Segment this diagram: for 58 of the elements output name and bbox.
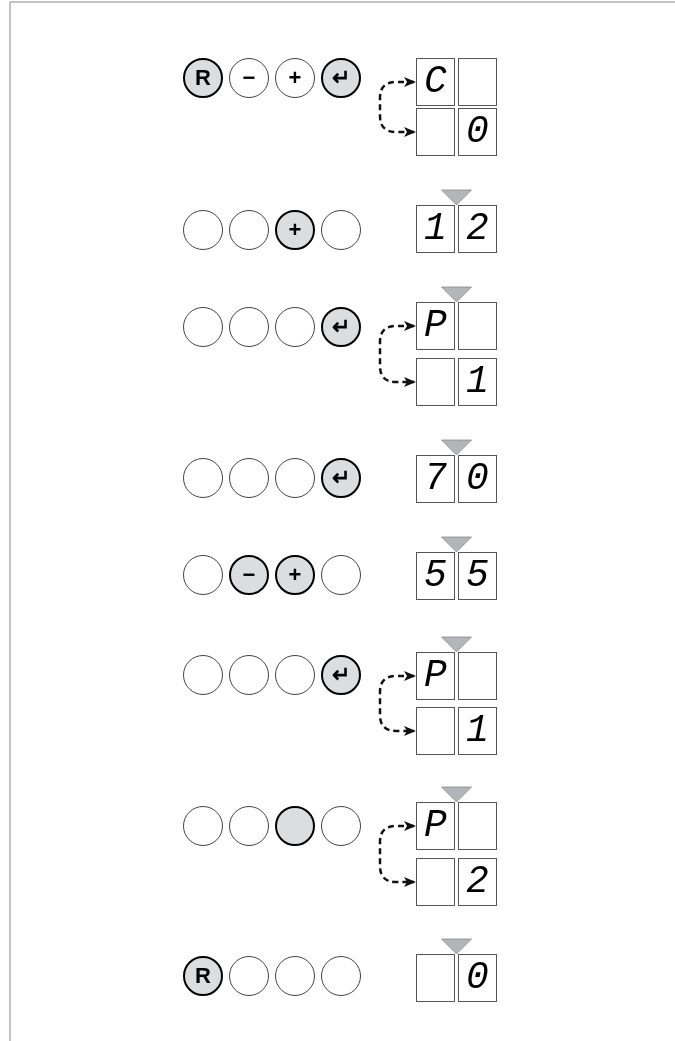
dashed-curved-arrow [378,77,416,137]
display-digit: P [416,652,455,700]
key-button: ↵ [321,655,361,695]
dashed-curved-arrow [378,321,416,387]
step-triangle-arrow [441,938,472,955]
blank-key-button [183,458,223,498]
display-digit: 0 [458,108,497,156]
blank-key-button [229,956,269,996]
blank-key-button [275,806,315,846]
blank-key-button [321,806,361,846]
display-digit: 1 [458,707,497,755]
display-digit: 2 [458,858,497,906]
step-triangle-arrow [441,286,472,303]
display-digit: 1 [458,358,497,406]
blank-key-button [275,956,315,996]
blank-key-button [183,806,223,846]
key-button: ↵ [321,458,361,498]
display-digit: P [416,802,455,850]
key-button: − [229,58,269,98]
display-digit: 0 [458,455,497,503]
display-digit: C [416,58,455,106]
key-button: ↵ [321,307,361,347]
blank-key-button [321,210,361,250]
blank-key-button [275,307,315,347]
key-button: + [275,555,315,595]
step-triangle-arrow [441,189,472,206]
blank-key-button [275,458,315,498]
display-digit: 1 [416,205,455,253]
blank-key-button [229,307,269,347]
blank-key-button [183,210,223,250]
display-digit: P [416,302,455,350]
blank-key-button [183,307,223,347]
blank-key-button [183,555,223,595]
blank-key-button [321,555,361,595]
display-digit: 2 [458,205,497,253]
blank-key-button [275,655,315,695]
display-digit: 5 [458,552,497,600]
step-triangle-arrow [441,786,472,803]
key-button: + [275,58,315,98]
display-digit: 0 [458,954,497,1002]
blank-key-button [229,806,269,846]
key-button: ↵ [321,58,361,98]
key-button: R [183,956,223,996]
display-digit: 7 [416,455,455,503]
step-triangle-arrow [441,536,472,553]
dashed-curved-arrow [378,821,416,887]
dashed-curved-arrow [378,671,416,736]
blank-key-button [229,458,269,498]
key-button: + [275,210,315,250]
key-button: − [229,555,269,595]
blank-key-button [229,655,269,695]
blank-key-button [321,956,361,996]
display-digit: 5 [416,552,455,600]
step-triangle-arrow [441,439,472,456]
blank-key-button [183,655,223,695]
blank-key-button [229,210,269,250]
key-button: R [183,58,223,98]
step-triangle-arrow [441,636,472,653]
